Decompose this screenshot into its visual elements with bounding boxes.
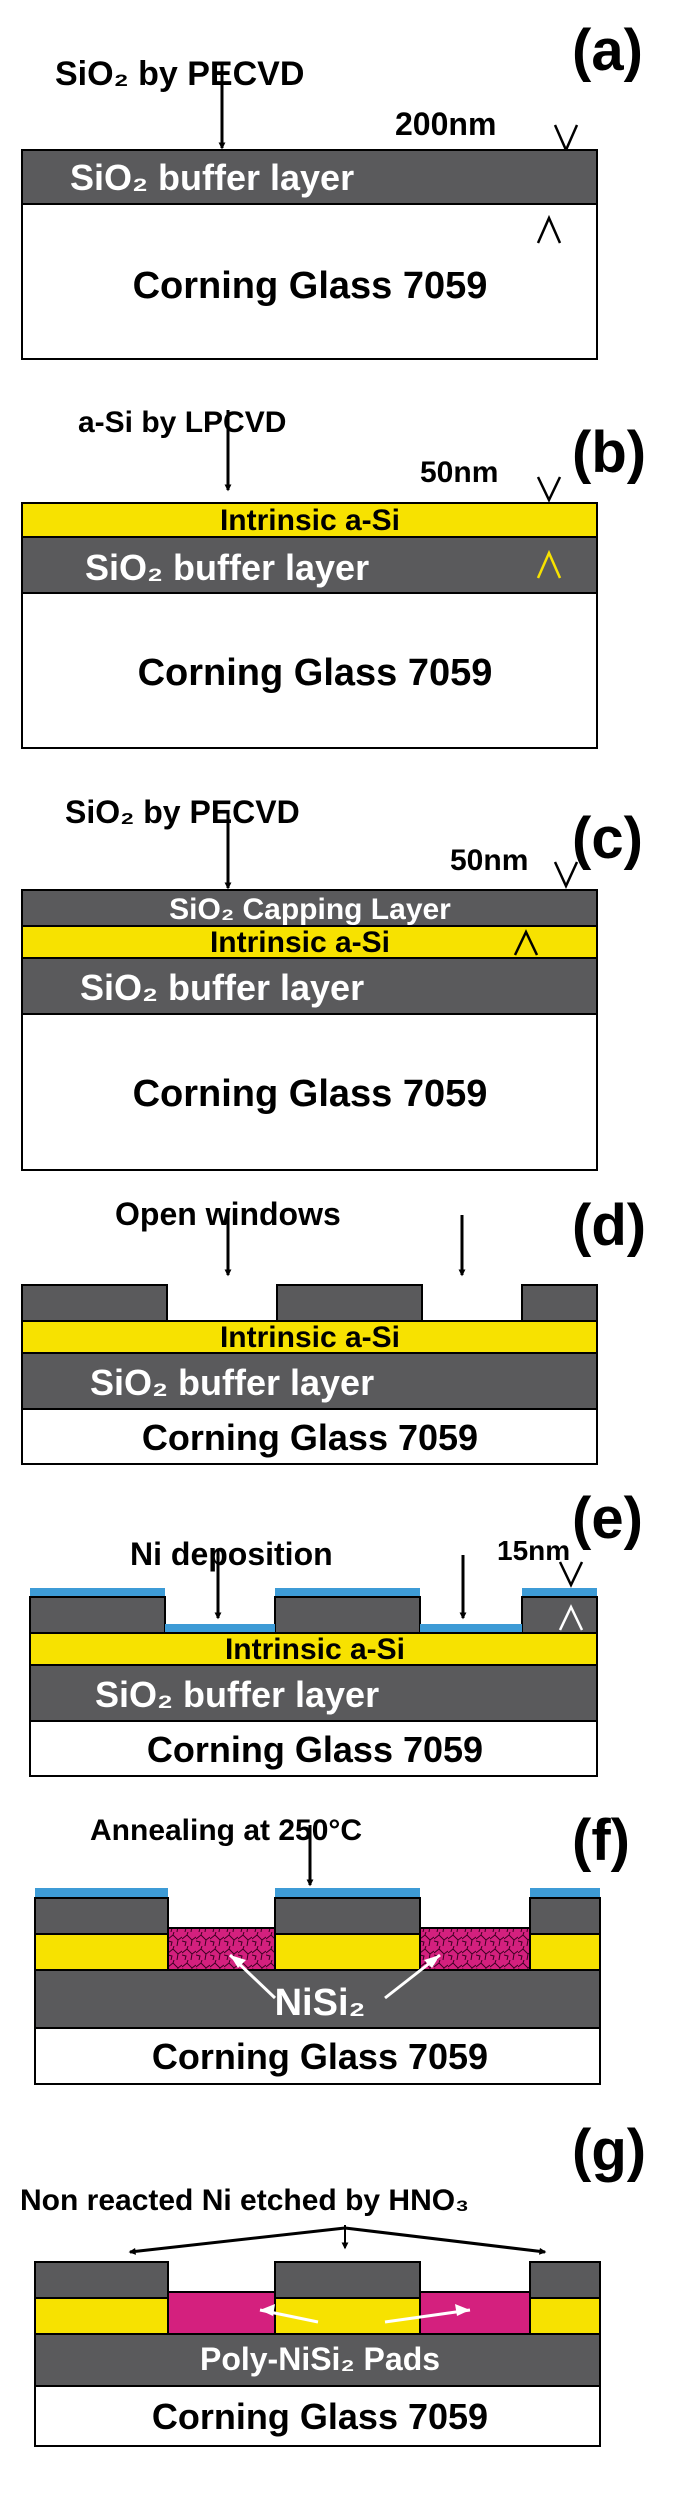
sio2-buffer-layer	[21, 957, 598, 1015]
panel-g-process-label: Non reacted Ni etched by HNO₃	[20, 2184, 469, 2217]
panel-d-tag: (d)	[572, 1193, 646, 1258]
capping-segment	[21, 1284, 168, 1322]
capping-segment	[34, 1897, 169, 1935]
panel-f-process-label: Annealing at 250°C	[90, 1814, 362, 1847]
panel-c-thickness: 50nm	[450, 844, 528, 877]
capping-segment	[34, 2261, 169, 2299]
ni-layer	[530, 1888, 600, 1898]
panel-b-thickness: 50nm	[420, 456, 498, 489]
panel-d: (d) Open windows Intrinsic a-Si SiO₂ buf…	[21, 1193, 646, 1465]
ni-layer-window	[165, 1624, 275, 1633]
glass-substrate	[29, 1720, 598, 1777]
capping-segment	[29, 1596, 166, 1634]
panel-a-tag: (a)	[572, 18, 643, 83]
capping-segment	[521, 1596, 598, 1634]
a-si-label: Intrinsic a-Si	[225, 1633, 405, 1666]
nisi2-label: NiSi₂	[275, 1982, 366, 2024]
capping-segment	[276, 1284, 423, 1322]
glass-label: Corning Glass 7059	[133, 265, 488, 307]
a-si-label: Intrinsic a-Si	[220, 504, 400, 537]
panel-a-thickness: 200nm	[395, 106, 496, 142]
etch-arrow-right	[344, 2226, 547, 2255]
poly-nisi2-pad	[419, 2291, 531, 2335]
panel-g: (g) Non reacted Ni etched by HNO₃ Poly-N…	[20, 2118, 646, 2447]
intrinsic-a-si-layer	[21, 1320, 598, 1354]
ni-layer-window	[420, 1624, 522, 1633]
panel-f-tag: (f)	[572, 1808, 630, 1873]
glass-substrate	[21, 592, 598, 749]
buffer-layer-label: SiO₂ buffer layer	[95, 1674, 379, 1715]
glass-label: Corning Glass 7059	[152, 2396, 488, 2437]
thickness-marker-bottom	[513, 929, 539, 956]
etch-arrow-left	[128, 2226, 346, 2255]
capping-segment	[521, 1284, 598, 1322]
sio2-buffer-layer	[21, 1352, 598, 1410]
pointer-arrowhead	[230, 1955, 246, 1968]
intrinsic-a-si-layer	[21, 502, 598, 538]
panel-c: (c) SiO₂ by PECVD 50nm SiO₂ Capping Laye…	[21, 794, 643, 1171]
buffer-layer-label: SiO₂ buffer layer	[80, 967, 364, 1008]
capping-segment	[529, 2261, 601, 2299]
glass-substrate	[21, 1013, 598, 1171]
capping-segment	[274, 2261, 421, 2299]
panel-e-thickness: 15nm	[497, 1535, 570, 1566]
pointer-arrowhead	[260, 2304, 275, 2316]
ni-layer	[522, 1588, 597, 1597]
thickness-marker-bottom	[536, 549, 562, 579]
capping-segment	[274, 1897, 421, 1935]
glass-label: Corning Glass 7059	[133, 1073, 488, 1115]
thickness-marker-top	[553, 124, 579, 154]
panel-f: (f) Annealing at 250°C NiSi₂ Corning Gla…	[34, 1808, 630, 2085]
thickness-marker-top	[553, 861, 579, 890]
a-si-label: Intrinsic a-Si	[220, 1321, 400, 1354]
panel-b-tag: (b)	[572, 420, 646, 485]
pad-pointer-right	[384, 2308, 471, 2324]
panel-g-tag: (g)	[572, 2118, 646, 2183]
nisi2-region	[167, 1927, 276, 1971]
sio2-capping-layer	[21, 889, 598, 927]
sio2-buffer-layer	[34, 1969, 601, 2029]
glass-label: Corning Glass 7059	[147, 1729, 483, 1770]
ni-layer	[275, 1588, 420, 1597]
thickness-marker-bottom	[558, 1604, 584, 1631]
glass-substrate	[34, 2027, 601, 2085]
capping-segment	[529, 1897, 601, 1935]
sio2-buffer-layer	[29, 1664, 598, 1722]
poly-nisi2-pad	[167, 2291, 276, 2335]
intrinsic-a-si-layer	[21, 925, 598, 959]
pointer-arrowhead	[455, 2304, 470, 2316]
glass-label: Corning Glass 7059	[152, 2036, 488, 2077]
nisi2-region	[419, 1927, 531, 1971]
pads-label: Poly-NiSi₂ Pads	[200, 2341, 440, 2377]
panel-a-process-label: SiO₂ by PECVD	[55, 55, 304, 93]
panel-b-process-label: a-Si by LPCVD	[78, 406, 286, 439]
glass-label: Corning Glass 7059	[142, 1417, 478, 1458]
glass-substrate	[34, 2385, 601, 2447]
buffer-layer-label: SiO₂ buffer layer	[85, 547, 369, 588]
pointer-arrowhead	[424, 1955, 440, 1968]
a-si-label: Intrinsic a-Si	[210, 926, 390, 959]
ni-layer	[35, 1888, 168, 1898]
glass-substrate	[21, 203, 598, 360]
glass-substrate	[21, 1408, 598, 1465]
panel-c-process-label: SiO₂ by PECVD	[65, 794, 300, 830]
panel-c-tag: (c)	[572, 806, 643, 871]
panel-a: (a) SiO₂ by PECVD 200nm SiO₂ buffer laye…	[21, 18, 643, 360]
panel-e: (e) Ni deposition 15nm Intrinsic a-Si Si…	[29, 1486, 643, 1777]
panel-e-tag: (e)	[572, 1486, 643, 1551]
capping-segment	[274, 1596, 421, 1634]
ni-layer	[275, 1888, 420, 1898]
capping-layer-label: SiO₂ Capping Layer	[169, 893, 451, 926]
intrinsic-a-si-layer	[29, 1632, 598, 1666]
glass-label: Corning Glass 7059	[138, 652, 493, 694]
ni-layer	[30, 1588, 165, 1597]
panel-b: (b) a-Si by LPCVD 50nm Intrinsic a-Si Si…	[21, 406, 646, 749]
panel-e-process-label: Ni deposition	[130, 1536, 333, 1572]
buffer-layer-label: SiO₂ buffer layer	[70, 157, 354, 198]
thickness-marker-top	[536, 476, 562, 503]
thickness-marker-bottom	[536, 214, 562, 244]
buffer-layer-label: SiO₂ buffer layer	[90, 1362, 374, 1403]
thickness-marker-top	[558, 1561, 584, 1588]
